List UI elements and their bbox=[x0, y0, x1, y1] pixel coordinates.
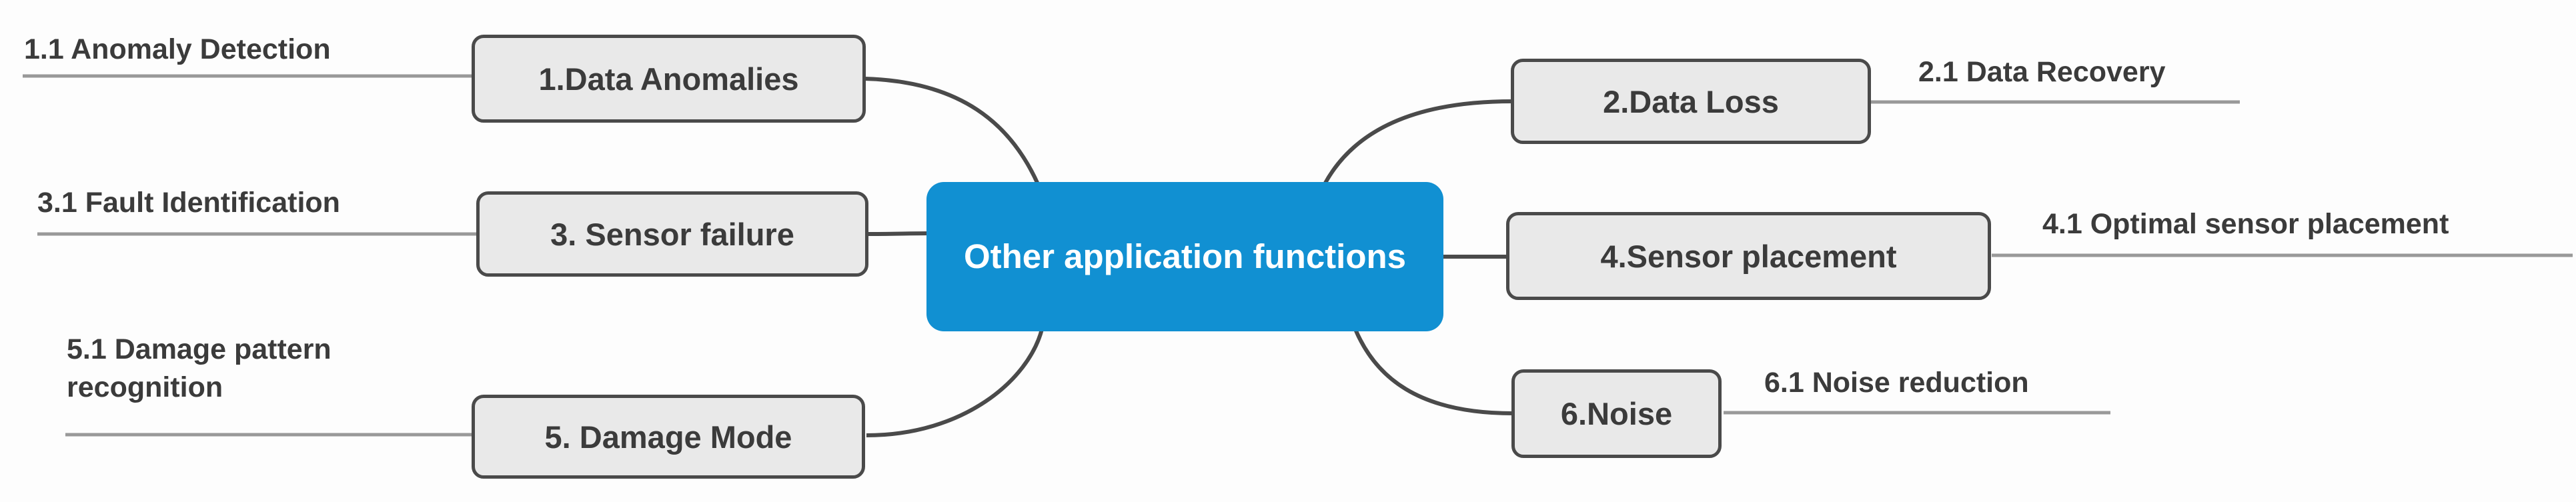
subtopic-anomaly-detection[interactable]: 1.1 Anomaly Detection bbox=[24, 33, 331, 65]
node-label: 5. Damage Mode bbox=[544, 419, 792, 455]
connector-central-node6 bbox=[1353, 328, 1513, 415]
subtopic-noise-reduction[interactable]: 6.1 Noise reduction bbox=[1764, 367, 2029, 399]
node-label: 1.Data Anomalies bbox=[538, 61, 799, 97]
connector-node5-central bbox=[866, 329, 1044, 437]
node-data-loss[interactable]: 2.Data Loss bbox=[1511, 59, 1871, 144]
node-label: 6.Noise bbox=[1560, 396, 1673, 431]
node-damage-mode[interactable]: 5. Damage Mode bbox=[472, 395, 865, 479]
subtopic-fault-identification[interactable]: 3.1 Fault Identification bbox=[37, 187, 340, 219]
central-node[interactable]: Other application functions bbox=[926, 182, 1443, 331]
node-label: 2.Data Loss bbox=[1603, 83, 1779, 119]
connector-node3-central bbox=[866, 231, 929, 236]
node-label: 4.Sensor placement bbox=[1600, 238, 1897, 274]
node-sensor-placement[interactable]: 4.Sensor placement bbox=[1506, 212, 1991, 300]
connector-central-node2 bbox=[1323, 99, 1513, 185]
subtopic-optimal-sensor-placement[interactable]: 4.1 Optimal sensor placement bbox=[2042, 208, 2449, 240]
subtopic-damage-pattern-recognition[interactable]: 5.1 Damage pattern recognition bbox=[67, 333, 332, 403]
subtopic-data-recovery[interactable]: 2.1 Data Recovery bbox=[1918, 56, 2166, 88]
node-noise[interactable]: 6.Noise bbox=[1511, 369, 1722, 458]
connector-node1-central bbox=[864, 77, 1040, 185]
node-label: 3. Sensor failure bbox=[550, 216, 794, 252]
central-node-label: Other application functions bbox=[963, 237, 1407, 275]
node-sensor-failure[interactable]: 3. Sensor failure bbox=[476, 191, 868, 277]
node-data-anomalies[interactable]: 1.Data Anomalies bbox=[472, 35, 866, 123]
